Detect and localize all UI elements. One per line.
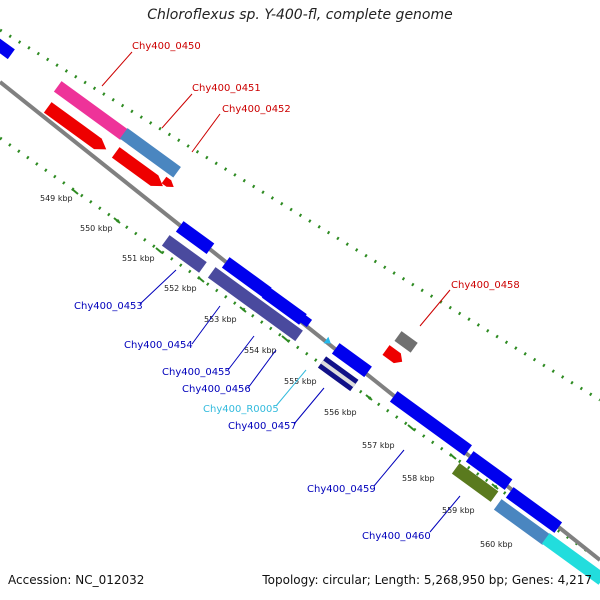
gene-feature-0450[interactable]: [53, 81, 128, 140]
gene-feature-0459[interactable]: [389, 391, 472, 456]
outer-dotted-track: [0, 28, 600, 402]
gene-feature[interactable]: [493, 499, 551, 545]
label-leader: [275, 369, 307, 407]
label-leader: [293, 387, 325, 425]
tick-label: 549 kbp: [40, 194, 73, 203]
gene-label-0459[interactable]: Chy400_0459: [307, 484, 376, 495]
gene-label-0452[interactable]: Chy400_0452: [222, 104, 291, 115]
gene-label-0457[interactable]: Chy400_0457: [228, 421, 297, 432]
gene-stripe: [320, 360, 356, 388]
tick-label: 556 kbp: [324, 408, 357, 417]
label-leader: [191, 305, 221, 345]
tick-label: 554 kbp: [244, 346, 277, 355]
tick-mark: [407, 424, 415, 431]
tick-mark: [239, 306, 247, 313]
tick-label: 550 kbp: [80, 224, 113, 233]
gene-feature-0452b[interactable]: [111, 147, 167, 192]
gene-label-0456[interactable]: Chy400_0456: [182, 384, 251, 395]
gene-feature-0457[interactable]: [331, 343, 372, 378]
gene-feature-0458b[interactable]: [382, 345, 405, 366]
label-leader: [139, 269, 177, 305]
tick-mark: [71, 188, 79, 195]
gene-feature[interactable]: [541, 533, 600, 585]
gene-feature-0455[interactable]: [261, 287, 307, 325]
gene-label-0453[interactable]: Chy400_0453: [74, 301, 143, 312]
gene-label-0451[interactable]: Chy400_0451: [192, 83, 261, 94]
gene-label-0460[interactable]: Chy400_0460: [362, 531, 431, 542]
gene-label-0455[interactable]: Chy400_0455: [162, 367, 231, 378]
gene-label-0454[interactable]: Chy400_0454: [124, 340, 193, 351]
tick-mark: [449, 453, 457, 460]
tick-mark: [155, 247, 163, 254]
tick-label: 552 kbp: [164, 284, 197, 293]
gene-feature[interactable]: [175, 221, 215, 254]
gene-feature-0460[interactable]: [451, 463, 499, 502]
accession-text: Accession: NC_012032: [8, 573, 145, 587]
gene-label-R0005[interactable]: Chy400_R0005: [203, 404, 279, 415]
gene-feature-0452a[interactable]: [43, 102, 110, 155]
label-leader: [191, 113, 221, 153]
tick-mark: [197, 276, 205, 283]
gene-feature-R0005[interactable]: [323, 336, 334, 347]
gene-label-0450[interactable]: Chy400_0450: [132, 41, 201, 52]
gene-feature-0452c[interactable]: [161, 176, 176, 191]
tick-label: 557 kbp: [362, 441, 395, 450]
label-leader: [373, 449, 405, 487]
gene-feature[interactable]: [465, 451, 513, 490]
gene-feature-0451[interactable]: [119, 128, 181, 178]
gene-feature[interactable]: [0, 35, 15, 60]
tick-label: 551 kbp: [122, 254, 155, 263]
gene-feature-0454[interactable]: [207, 267, 303, 342]
label-leader: [247, 349, 277, 389]
gene-feature-0458[interactable]: [394, 331, 418, 353]
label-leader: [227, 335, 255, 371]
tick-label: 553 kbp: [204, 315, 237, 324]
tick-label: 559 kbp: [442, 506, 475, 515]
tick-mark: [491, 483, 499, 490]
gene-label-0458[interactable]: Chy400_0458: [451, 280, 520, 291]
label-leader: [429, 495, 461, 533]
tick-label: 555 kbp: [284, 377, 317, 386]
genome-summary-text: Topology: circular; Length: 5,268,950 bp…: [262, 573, 592, 587]
tick-mark: [365, 394, 373, 401]
map-title: Chloroflexus sp. Y-400-fl, complete geno…: [147, 7, 453, 23]
inner-dotted-track: [0, 136, 600, 562]
label-leader: [419, 289, 451, 327]
tick-label: 558 kbp: [402, 474, 435, 483]
gene-feature[interactable]: [221, 257, 272, 299]
tick-label: 560 kbp: [480, 540, 513, 549]
tick-mark: [113, 217, 121, 224]
tick-mark: [281, 335, 289, 342]
gene-feature-0456[interactable]: [297, 312, 313, 328]
gene-feature[interactable]: [505, 487, 563, 533]
label-leader: [101, 51, 133, 87]
gene-feature-0453[interactable]: [161, 235, 207, 273]
label-leader: [161, 93, 193, 129]
